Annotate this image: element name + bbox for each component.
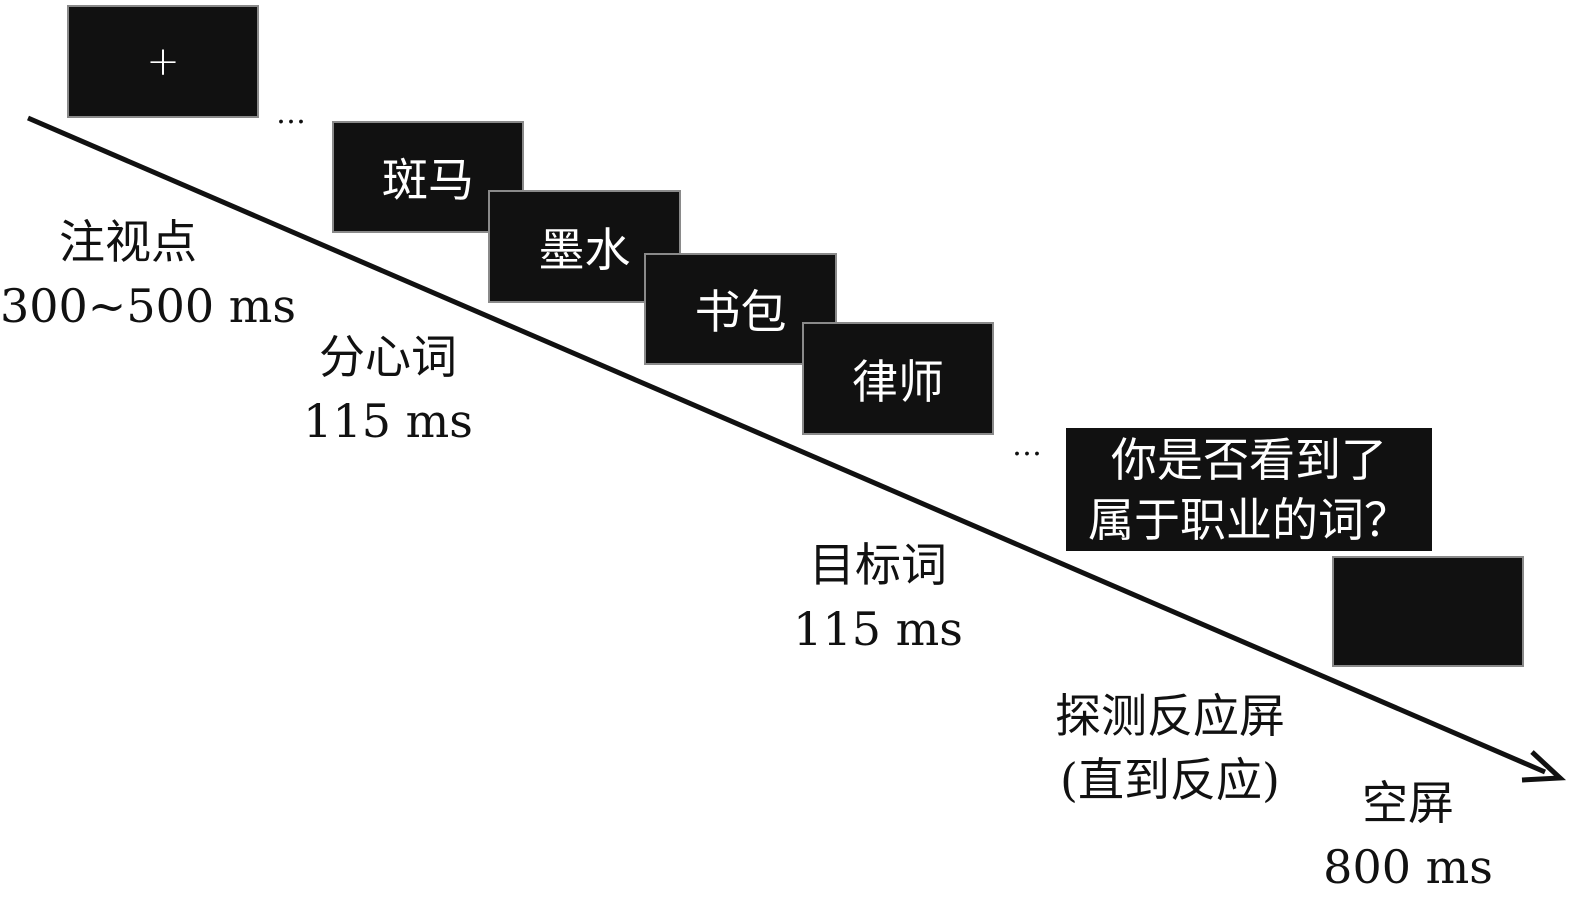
distractor-label: 分心词 115 ms <box>300 325 476 453</box>
label-time: 800 ms <box>1323 840 1493 894</box>
distractor-word-1: 斑马 <box>382 153 474 207</box>
label-name: 注视点 <box>59 215 197 269</box>
label-name: 探测反应屏 <box>1055 689 1285 743</box>
probe-label: 探测反应屏 (直到反应) <box>1030 684 1310 812</box>
blank-screen <box>1332 556 1524 667</box>
ellipsis-2: … <box>1012 428 1048 463</box>
target-label: 目标词 115 ms <box>790 533 966 661</box>
fixation-label: 注视点 300~500 ms <box>0 210 296 338</box>
ellipsis-1: … <box>276 96 312 131</box>
probe-question-line-2: 属于职业的词？ <box>1088 492 1410 547</box>
fixation-cross: + <box>146 38 180 85</box>
probe-question-line-1: 你是否看到了 <box>1111 432 1387 487</box>
label-name: 分心词 <box>319 330 457 384</box>
label-time: 115 ms <box>793 602 963 656</box>
label-time: (直到反应) <box>1060 753 1280 807</box>
label-name: 空屏 <box>1362 776 1454 830</box>
distractor-word-2: 墨水 <box>538 222 631 277</box>
target-screen: 律师 <box>802 322 994 435</box>
fixation-screen: + <box>67 5 259 118</box>
blank-label: 空屏 800 ms <box>1318 771 1498 899</box>
target-word: 律师 <box>852 354 944 409</box>
label-name: 目标词 <box>809 538 947 592</box>
label-time: 115 ms <box>303 394 473 448</box>
label-time: 300~500 ms <box>0 279 296 333</box>
probe-screen: 你是否看到了 属于职业的词？ <box>1066 428 1432 551</box>
distractor-word-3: 书包 <box>694 285 787 339</box>
